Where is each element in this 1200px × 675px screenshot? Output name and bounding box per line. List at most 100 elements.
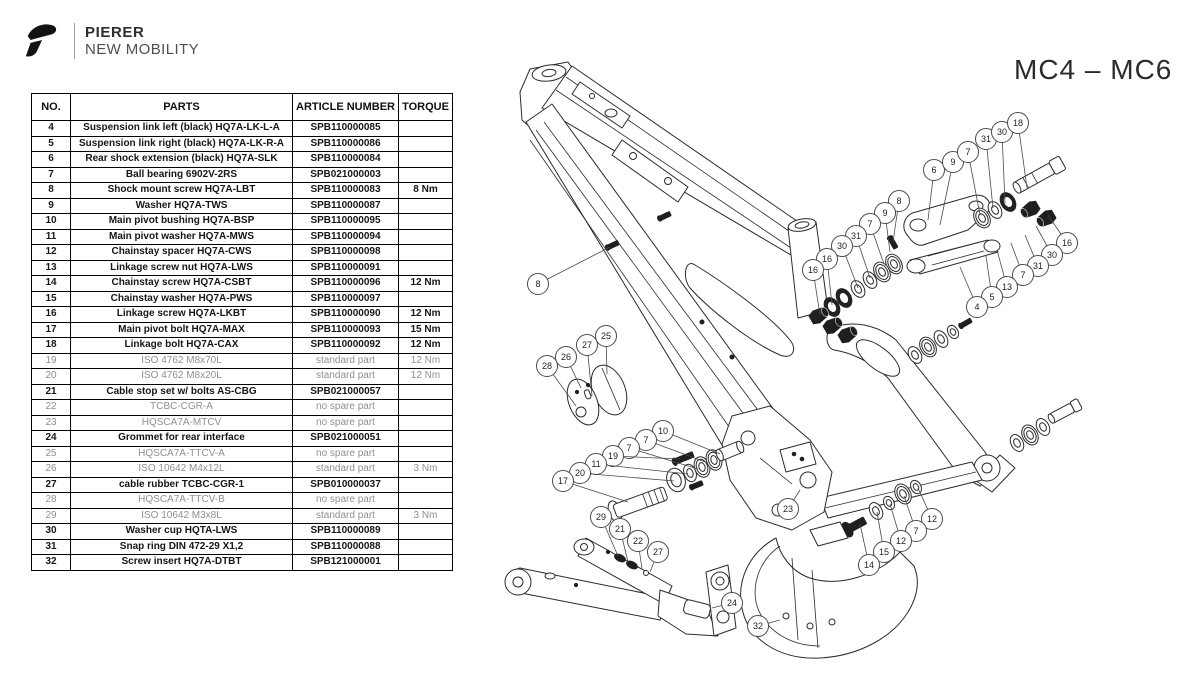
callout-number: 8 (535, 279, 540, 289)
table-header-row: NO. PARTS ARTICLE NUMBER TORQUE (31, 93, 453, 121)
callout-circle (652, 420, 674, 442)
callout-number: 9 (950, 157, 955, 167)
article-number: SPB110000085 (292, 120, 399, 137)
part-no: 15 (31, 290, 71, 307)
callout-number: 6 (931, 165, 936, 175)
callout-circle (721, 592, 743, 614)
part-no: 22 (31, 399, 71, 416)
callout-7: 7 (957, 141, 981, 216)
callout-number: 29 (596, 512, 606, 522)
torque-value (398, 399, 453, 416)
part-no: 11 (31, 228, 71, 245)
suspension-linkage (903, 194, 1001, 275)
torque-value: 15 Nm (398, 321, 453, 338)
part-name: cable rubber TCBC-CGR-1 (70, 476, 293, 493)
article-number: no spare part (292, 492, 399, 509)
article-number: SPB110000090 (292, 306, 399, 323)
part-name: Chainstay washer HQ7A-PWS (70, 290, 293, 307)
part-name: Chainstay screw HQ7A-CSBT (70, 275, 293, 292)
rear-triangle (721, 323, 1016, 531)
pierer-logo-icon (25, 24, 57, 57)
callout-12: 12 (889, 503, 912, 552)
callout-18: 18 (1007, 112, 1029, 189)
part-no: 26 (31, 461, 71, 478)
callout-number: 31 (851, 231, 861, 241)
article-number: standard part (292, 461, 399, 478)
part-name: Ball bearing 6902V-2RS (70, 166, 293, 183)
part-no: 23 (31, 414, 71, 431)
part-no: 16 (31, 306, 71, 323)
callout-circle (921, 508, 943, 530)
part-name: HQSCA7A-TTCV-B (70, 492, 293, 509)
torque-value (398, 430, 453, 447)
logo-divider (74, 23, 75, 59)
callout-number: 8 (896, 196, 901, 206)
torque-value (398, 445, 453, 462)
callout-number: 21 (615, 524, 625, 534)
part-name: Screw insert HQ7A-DTBT (70, 554, 293, 571)
part-no: 18 (31, 337, 71, 354)
callout-number: 7 (867, 219, 872, 229)
article-number: SPB110000088 (292, 538, 399, 555)
callout-27: 27 (647, 541, 669, 573)
callout-number: 16 (808, 265, 818, 275)
torque-value: 3 Nm (398, 461, 453, 478)
callout-number: 22 (633, 536, 643, 546)
callout-number: 16 (1062, 238, 1072, 248)
article-number: SPB110000094 (292, 228, 399, 245)
header-parts: PARTS (70, 93, 293, 121)
callout-number: 7 (643, 435, 648, 445)
callout-number: 7 (913, 526, 918, 536)
part-no: 6 (31, 151, 71, 168)
callout-23: 23 (777, 489, 801, 520)
callout-circle (590, 506, 612, 528)
callout-number: 7 (1020, 270, 1025, 280)
callout-26: 26 (555, 346, 582, 389)
part-name: Linkage screw HQ7A-LKBT (70, 306, 293, 323)
callout-circle (859, 213, 881, 235)
callout-7: 7 (1010, 242, 1034, 286)
article-number: SPB110000096 (292, 275, 399, 292)
callout-30: 30 (991, 121, 1013, 204)
torque-value: 8 Nm (398, 182, 453, 199)
article-number: SPB110000087 (292, 197, 399, 214)
article-number: standard part (292, 352, 399, 369)
article-number: SPB110000083 (292, 182, 399, 199)
part-no: 8 (31, 182, 71, 199)
model-range-title: MC4 – MC6 (1014, 54, 1173, 85)
callout-8: 8 (527, 246, 611, 295)
part-name: Linkage bolt HQ7A-CAX (70, 337, 293, 354)
torque-value: 12 Nm (398, 368, 453, 385)
lower-arm (504, 537, 737, 637)
part-name: Suspension link right (black) HQ7A-LK-R-… (70, 135, 293, 152)
callout-8: 8 (888, 190, 910, 243)
article-number: SPB110000086 (292, 135, 399, 152)
callout-number: 31 (981, 134, 991, 144)
callout-number: 30 (837, 241, 847, 251)
callout-number: 24 (727, 598, 737, 608)
callout-12: 12 (917, 487, 943, 530)
callout-circle (802, 259, 824, 281)
callout-circle (888, 190, 910, 212)
part-name: ISO 4762 M8x70L (70, 352, 293, 369)
header-torque: TORQUE (398, 93, 453, 121)
article-number: no spare part (292, 414, 399, 431)
callout-number: 28 (542, 361, 552, 371)
part-no: 12 (31, 244, 71, 261)
part-no: 9 (31, 197, 71, 214)
part-name: Main pivot bolt HQ7A-MAX (70, 321, 293, 338)
callout-number: 30 (1047, 250, 1057, 260)
part-no: 7 (31, 166, 71, 183)
